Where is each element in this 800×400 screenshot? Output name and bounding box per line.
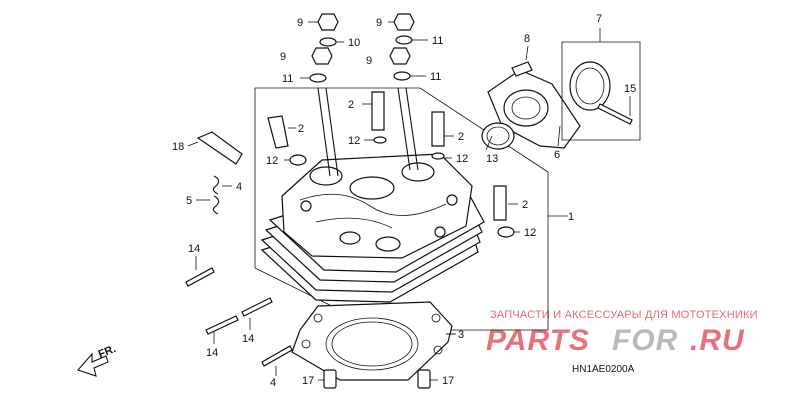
callout-5: 5 [186,195,192,207]
callout-9b: 9 [376,17,382,29]
callout-6: 6 [554,149,560,161]
callout-labels: 9 10 9 11 9 11 9 11 2 2 2 2 12 12 12 12 … [172,13,636,389]
spark-plug [196,131,243,165]
studs [185,267,293,367]
callout-4a: 4 [236,181,242,193]
watermark-brand-ru: .RU [690,324,745,357]
callout-2b: 2 [298,123,304,135]
callout-12c: 12 [456,153,468,165]
callout-1: 1 [568,211,574,223]
assembly-box [254,87,568,331]
front-arrow: FR. [77,343,118,377]
callout-11b: 11 [282,73,293,85]
callout-11c: 11 [430,71,441,83]
nuts-washers [309,13,415,83]
callout-8: 8 [524,33,530,45]
cylinder-head [260,87,485,303]
callout-2c: 2 [458,131,464,143]
callout-12a: 12 [348,135,360,147]
watermark-brand-for: FOR [612,324,678,357]
callout-2a: 2 [348,99,354,111]
callout-17b: 17 [442,375,454,387]
callout-13: 13 [486,153,498,165]
clip-parts [212,175,220,215]
dowel-pins [323,369,431,389]
callout-4b: 4 [270,377,276,389]
head-gasket [291,301,456,381]
leader-lines [187,21,631,381]
watermark: ЗАПЧАСТИ И АКСЕССУАРЫ ДЛЯ МОТОТЕХНИКИ PA… [486,309,758,357]
front-marker-label: FR. [97,343,118,361]
plugs-washers [267,91,515,238]
callout-14a: 14 [188,243,200,255]
callout-9d: 9 [366,55,372,67]
watermark-subtitle: ЗАПЧАСТИ И АКСЕССУАРЫ ДЛЯ МОТОТЕХНИКИ [490,309,758,321]
intake-pipe [481,61,581,150]
watermark-brand-parts: PARTS [486,324,590,357]
diagram-code: HN1AE0200A [572,364,635,375]
callout-9c: 9 [280,51,286,63]
callout-12d: 12 [524,227,536,239]
clamp [561,41,641,141]
callout-10: 10 [348,37,360,49]
callout-15: 15 [624,83,636,95]
callout-14c: 14 [242,333,254,345]
callout-18: 18 [172,141,184,153]
callout-2d: 2 [522,199,528,211]
callout-14b: 14 [206,347,218,359]
callout-12b: 12 [266,155,278,167]
callout-9a: 9 [297,17,303,29]
callout-11a: 11 [432,35,443,47]
callout-17a: 17 [302,375,314,387]
callout-7: 7 [596,13,602,25]
callout-3: 3 [458,329,464,341]
